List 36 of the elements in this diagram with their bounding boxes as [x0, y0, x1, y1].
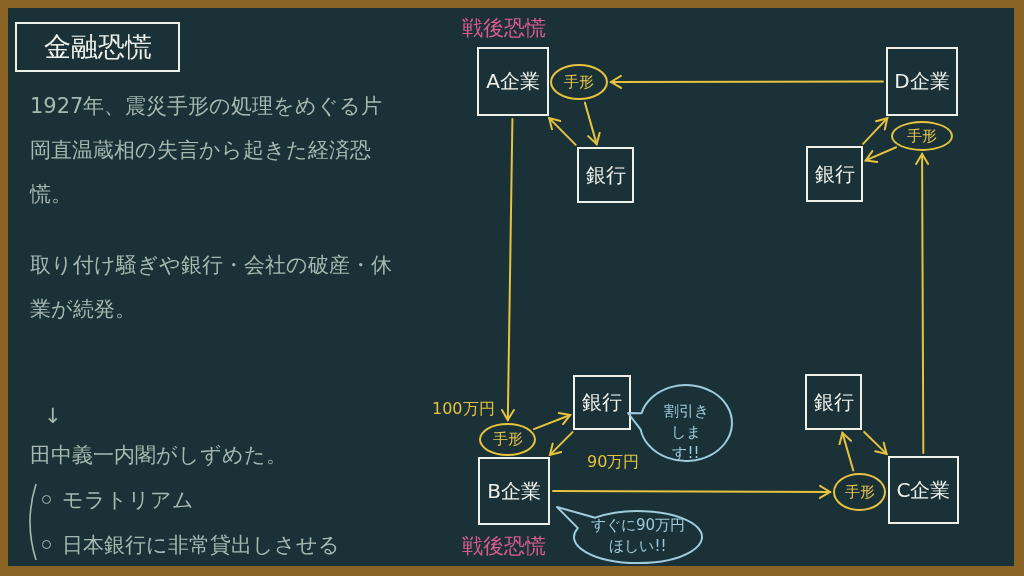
list-item: 日本銀行に非常貸出しさせる: [40, 531, 340, 559]
arrow: [915, 153, 930, 454]
company-box: B企業: [478, 457, 550, 525]
bubble-text: すぐに90万円ほしい!!: [589, 515, 687, 557]
arrow: [532, 412, 572, 431]
bank-box: 銀行: [577, 147, 634, 203]
arrow: [838, 431, 855, 472]
body-text: 1927年、震災手形の処理をめぐる片岡直温蔵相の失言から起きた経済恐慌。: [30, 93, 384, 208]
arrow: [548, 117, 577, 146]
bill-ellipse: 手形: [550, 64, 608, 100]
arrow: [583, 101, 601, 146]
arrow: [864, 146, 898, 163]
arrow: [862, 117, 889, 145]
bank-box: 銀行: [806, 146, 863, 202]
company-box: D企業: [886, 47, 958, 116]
side-note: 戦後恐慌: [462, 533, 546, 560]
body-text: 田中義一内閣がしずめた。: [30, 442, 288, 469]
company-box: A企業: [477, 47, 549, 116]
bank-box: 銀行: [805, 374, 862, 430]
arrow: [548, 431, 574, 456]
list-item: モラトリアム: [40, 486, 194, 514]
company-box: C企業: [888, 456, 959, 524]
arrow: [610, 74, 884, 89]
down-arrow-sign: ↓: [44, 403, 63, 430]
body-text: 取り付け騒ぎや銀行・会社の破産・休業が続発。: [30, 252, 393, 323]
bubble-text: 割引きします!!: [662, 401, 710, 464]
title: 金融恐慌: [15, 22, 180, 72]
arrow: [552, 484, 831, 499]
bill-ellipse: 手形: [833, 473, 886, 511]
side-note: 戦後恐慌: [462, 15, 546, 42]
arrow: [500, 118, 515, 421]
bank-box: 銀行: [573, 375, 631, 430]
bill-ellipse: 手形: [891, 121, 953, 151]
bill-ellipse: 手形: [479, 423, 536, 456]
amount-label: 100万円: [432, 399, 495, 420]
arrow: [863, 430, 888, 455]
